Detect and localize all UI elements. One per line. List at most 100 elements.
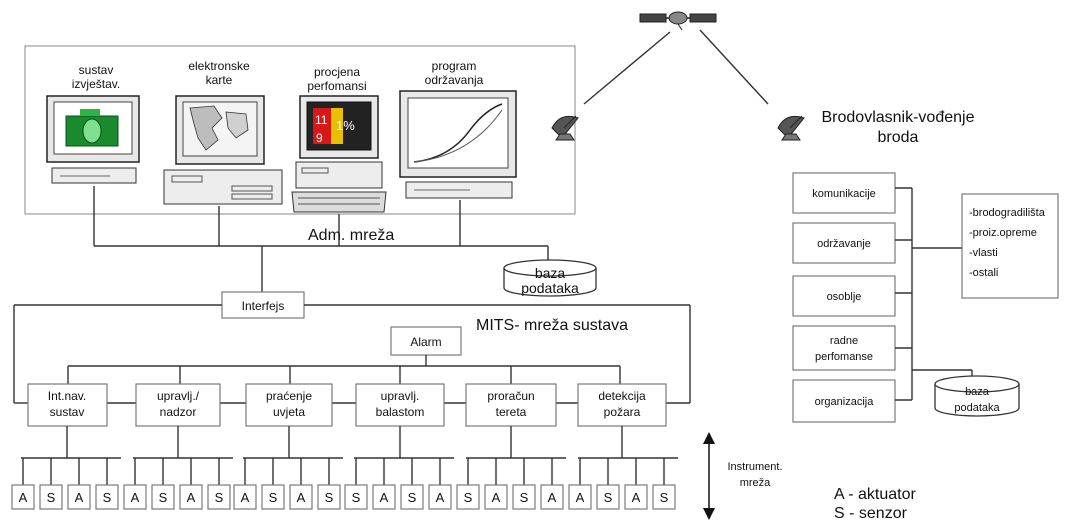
sensor-label: S	[325, 490, 334, 505]
owner-box-communications-label: komunikacije	[812, 188, 876, 200]
database-right-label-l1: baza	[965, 386, 990, 398]
actuator-label: A	[241, 490, 250, 505]
owner-box-performance-l2: perfomanse	[815, 351, 873, 363]
actuator-box	[67, 484, 91, 510]
subsystem-nav-l2: sustav	[50, 405, 85, 419]
actuator-label: A	[187, 490, 196, 505]
subsystem-condition-l1: praćenje	[266, 389, 312, 403]
satellite-dish-icon-right	[777, 115, 805, 141]
actuator-label: A	[380, 490, 389, 505]
database-right-label-l2: podataka	[954, 402, 1000, 414]
actuator-label: A	[75, 490, 84, 505]
sensor-box	[95, 484, 119, 510]
actuator-label: A	[297, 490, 306, 505]
owner-box-performance-l1: radne	[830, 335, 858, 347]
subsystem-nav-l1: Int.nav.	[48, 389, 86, 403]
satellite-link-right	[699, 29, 769, 105]
satellite-link-left	[583, 31, 671, 105]
computer-icon-reporting	[46, 95, 140, 184]
actuator-box	[179, 484, 203, 510]
owner-box-communications	[792, 172, 896, 214]
sensor-box	[596, 484, 620, 510]
perf-screen-value-3: 9	[316, 131, 323, 145]
subsystem-control-l2: nadzor	[160, 405, 197, 419]
actuator-box	[484, 484, 508, 510]
subsystem-ballast-l2: balastom	[376, 405, 425, 419]
actuator-box	[428, 484, 452, 510]
computer-icon-charts	[163, 95, 283, 205]
owner-title-l1: Brodovlasnik-vođenje	[822, 109, 975, 126]
actuator-label: A	[131, 490, 140, 505]
owner-title-l2: broda	[878, 129, 919, 146]
external-party-1: -brodogradilišta	[969, 207, 1046, 219]
sensor-box	[39, 484, 63, 510]
actuator-box	[289, 484, 313, 510]
actuator-box	[624, 484, 648, 510]
database-icon-left	[503, 259, 597, 297]
terminal-3-label-l1: procjena	[314, 65, 360, 79]
interface-box	[221, 291, 305, 319]
computer-icon-maintenance	[399, 90, 517, 199]
external-party-3: -vlasti	[969, 247, 998, 259]
sensor-label: S	[660, 490, 669, 505]
terminal-2-label-l1: elektronske	[188, 59, 250, 73]
legend-actuator: A - aktuator	[834, 486, 916, 503]
subsystem-fire-l2: požara	[604, 405, 641, 419]
sensor-label: S	[215, 490, 224, 505]
terminal-4-label-l2: održavanja	[425, 73, 484, 87]
sensor-label: S	[464, 490, 473, 505]
sensor-box	[151, 484, 175, 510]
sensor-label: S	[159, 490, 168, 505]
owner-box-performance	[792, 325, 896, 371]
sensor-label: S	[408, 490, 417, 505]
terminal-4-label-l1: program	[432, 59, 477, 73]
sensor-label: S	[352, 490, 361, 505]
sensor-box	[652, 484, 676, 510]
double-arrow-icon	[703, 432, 715, 520]
sensor-label: S	[47, 490, 56, 505]
actuator-label: A	[492, 490, 501, 505]
actuator-label: A	[576, 490, 585, 505]
owner-box-maintenance	[792, 222, 896, 264]
owner-box-organization-label: organizacija	[815, 396, 875, 408]
sensor-label: S	[520, 490, 529, 505]
subsystem-box-ballast	[355, 383, 445, 427]
instrument-net-label-l2: mreža	[740, 477, 771, 489]
sensor-box	[456, 484, 480, 510]
mits-label: MITS- mreža sustava	[476, 317, 628, 334]
actuator-box	[568, 484, 592, 510]
instrument-net-label-l1: Instrument.	[727, 461, 782, 473]
sensor-label: S	[103, 490, 112, 505]
sensor-box	[261, 484, 285, 510]
owner-box-personnel	[792, 275, 896, 317]
database-left-label-l1: baza	[535, 265, 566, 281]
owner-box-personnel-label: osoblje	[827, 291, 862, 303]
terminal-2-label-l2: karte	[206, 73, 233, 87]
interface-label: Interfejs	[242, 299, 285, 313]
database-left-label-l2: podataka	[521, 280, 579, 296]
legend-sensor: S - senzor	[834, 505, 908, 522]
actuator-box	[123, 484, 147, 510]
actuator-label: A	[436, 490, 445, 505]
actuator-box	[233, 484, 257, 510]
sensor-box	[317, 484, 341, 510]
satellite-icon	[639, 11, 717, 31]
owner-box-maintenance-label: održavanje	[817, 238, 871, 250]
sensor-box	[207, 484, 231, 510]
subsystem-control-l1: upravlj./	[157, 389, 200, 403]
subsystem-condition-l2: uvjeta	[273, 405, 305, 419]
terminal-1-label-l1: sustav	[79, 63, 114, 77]
subsystem-fire-l1: detekcija	[598, 389, 646, 403]
subsystem-ballast-l1: upravlj.	[381, 389, 420, 403]
satellite-dish-icon-left	[551, 115, 579, 141]
subsystem-box-cargo	[465, 383, 557, 427]
alarm-label: Alarm	[410, 335, 441, 349]
sensor-box	[400, 484, 424, 510]
external-party-2: -proiz.opreme	[969, 227, 1037, 239]
actuator-box	[11, 484, 35, 510]
terminal-1-label-l2: izvještav.	[72, 77, 120, 91]
subsystem-cargo-l1: proračun	[487, 389, 534, 403]
computer-icon-performance: 11 1% 9	[291, 95, 387, 213]
adm-network-label: Adm. mreža	[308, 227, 394, 244]
